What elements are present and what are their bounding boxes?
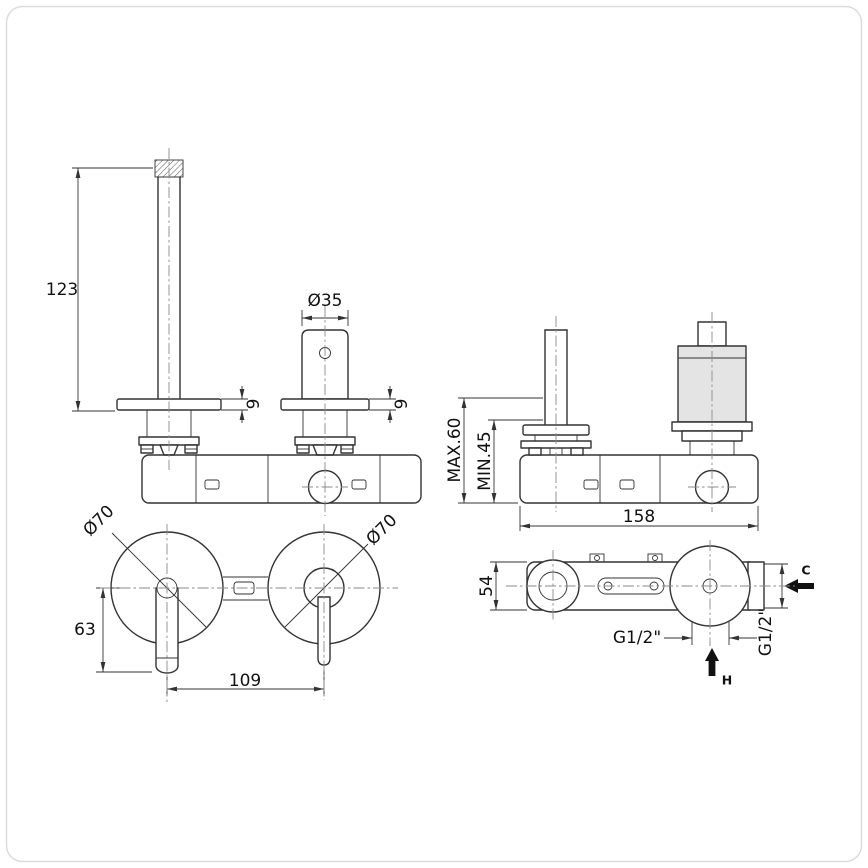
dimension-centers-distance: 109 bbox=[166, 670, 325, 696]
dimension-body-height: 54 bbox=[477, 561, 527, 611]
body-slot-front bbox=[233, 581, 255, 595]
dimension-flange-thickness-left: 9 bbox=[221, 386, 264, 423]
view-front bbox=[110, 531, 381, 674]
dim-label-9-left: 9 bbox=[244, 399, 264, 410]
view-installed-side bbox=[519, 321, 759, 505]
dim-label-63: 63 bbox=[74, 620, 96, 640]
dim-label-158: 158 bbox=[623, 507, 655, 527]
dim-label-g12-side: G1/2" bbox=[756, 608, 776, 656]
dimension-rosette-diameter-right: Ø70 bbox=[284, 511, 402, 628]
hot-label: H bbox=[722, 673, 732, 688]
dim-label-max60: MAX.60 bbox=[445, 418, 465, 483]
dimension-thread-bottom: G1/2" bbox=[613, 622, 757, 648]
view-body-side-left bbox=[141, 454, 422, 505]
dim-label-o70-right: Ø70 bbox=[363, 511, 402, 550]
dim-label-54: 54 bbox=[477, 575, 497, 597]
dim-label-min45: MIN.45 bbox=[475, 431, 495, 490]
dimension-flange-thickness-right: 9 bbox=[369, 386, 412, 423]
view-handle-side: Ø35 bbox=[280, 291, 370, 456]
centerlines bbox=[100, 148, 795, 702]
dimension-plaster-depth: MAX.60 MIN.45 bbox=[445, 397, 543, 504]
dimension-spout-height: 123 bbox=[46, 167, 153, 412]
dim-label-o70-left: Ø70 bbox=[80, 502, 119, 541]
dim-label-123: 123 bbox=[46, 280, 78, 300]
cold-arrow-icon bbox=[784, 579, 814, 593]
dimension-body-width: 158 bbox=[519, 506, 759, 531]
dimension-rosette-diameter-left: Ø70 bbox=[80, 502, 207, 628]
hot-arrow-icon bbox=[705, 648, 719, 676]
dim-label-9-right: 9 bbox=[392, 399, 412, 410]
concealed-body-right bbox=[519, 454, 759, 504]
flow-arrows: C H bbox=[705, 563, 814, 688]
dim-label-109: 109 bbox=[229, 671, 261, 691]
cold-label: C bbox=[801, 563, 810, 578]
concealed-body-left bbox=[141, 454, 422, 504]
page-border bbox=[5, 5, 863, 863]
dim-label-g12-bottom: G1/2" bbox=[613, 628, 661, 648]
dim-label-diameter-35: Ø35 bbox=[307, 291, 342, 311]
